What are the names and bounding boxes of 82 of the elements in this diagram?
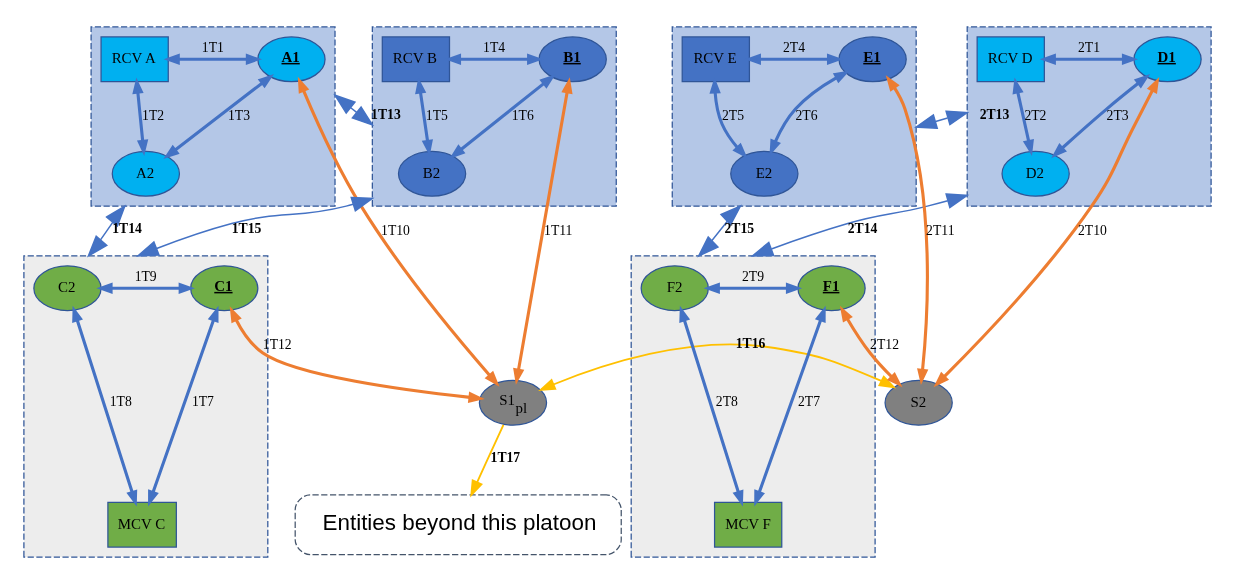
arrow bbox=[1012, 77, 1034, 156]
arrow bbox=[163, 53, 263, 65]
edge-label: 1T2 bbox=[142, 107, 165, 123]
arrow bbox=[163, 73, 275, 159]
edge-label: 1T11 bbox=[544, 222, 573, 238]
node-ellipse: B1 bbox=[538, 35, 607, 82]
edge-label: 2T7 bbox=[797, 393, 820, 409]
arrow bbox=[229, 305, 485, 403]
arrow bbox=[132, 76, 149, 156]
arrow bbox=[933, 76, 1160, 387]
arrow bbox=[135, 196, 375, 257]
cluster bbox=[671, 25, 917, 207]
node-box: RCV B bbox=[381, 35, 451, 82]
node-ellipse: F2 bbox=[640, 264, 709, 311]
arrow bbox=[703, 282, 803, 294]
edge-label: 2T5 bbox=[722, 107, 745, 123]
node-ellipse: A2 bbox=[111, 150, 181, 197]
edge-label: 2T3 bbox=[1106, 107, 1129, 123]
edge-label: 2T13 bbox=[979, 106, 1010, 122]
node-ellipse: S2 bbox=[884, 379, 953, 426]
edge-label: 1T5 bbox=[425, 107, 448, 123]
arrow bbox=[679, 305, 744, 507]
arrow bbox=[538, 342, 897, 391]
node-ellipse: A1 bbox=[257, 35, 326, 82]
edge-label: 1T17 bbox=[490, 449, 521, 465]
edge-label: 1T4 bbox=[483, 39, 506, 55]
cluster bbox=[966, 25, 1212, 207]
arrow bbox=[449, 73, 556, 159]
node-box: RCV D bbox=[976, 35, 1045, 82]
arrow bbox=[86, 203, 127, 258]
arrow bbox=[148, 305, 219, 506]
arrow bbox=[914, 109, 970, 129]
edge-label: 2T6 bbox=[795, 107, 818, 123]
arrow bbox=[1039, 53, 1139, 65]
node-ellipse: E1 bbox=[838, 35, 907, 82]
node-box: RCV E bbox=[681, 35, 751, 82]
edge-label: 1T10 bbox=[381, 222, 410, 238]
node-ellipse: D1 bbox=[1133, 35, 1202, 82]
node-box: MCV F bbox=[713, 501, 783, 548]
edge-label: 1T12 bbox=[262, 336, 292, 352]
node-box: MCV C bbox=[107, 501, 177, 548]
node-ellipse: C1 bbox=[190, 264, 259, 311]
edge-label: 1T15 bbox=[231, 220, 262, 236]
cluster bbox=[90, 25, 336, 207]
edge-label: 1T14 bbox=[112, 220, 142, 236]
edge-label: 2T9 bbox=[741, 268, 764, 284]
edge-label: 2T2 bbox=[1024, 107, 1047, 123]
arrow bbox=[885, 74, 929, 385]
edge-label: 1T7 bbox=[191, 393, 214, 409]
node-ellipse: B2 bbox=[397, 150, 467, 197]
arrow bbox=[754, 305, 826, 506]
edge-label: 2T15 bbox=[724, 220, 755, 236]
edge-label: 1T8 bbox=[109, 393, 132, 409]
arrow bbox=[697, 204, 743, 257]
node-ellipse: E2 bbox=[730, 150, 799, 197]
edge-label: 1T3 bbox=[227, 107, 251, 123]
arrow bbox=[1051, 73, 1151, 158]
edge-label: 1T6 bbox=[511, 107, 534, 123]
node-ellipse: F1 bbox=[797, 264, 866, 311]
edge-label: 2T1 bbox=[1077, 39, 1100, 55]
arrow bbox=[839, 305, 903, 387]
edge-label: 2T4 bbox=[783, 39, 806, 55]
edge-label: 1T1 bbox=[201, 39, 224, 55]
edge-label: 2T14 bbox=[847, 220, 878, 236]
node-ellipse: C2 bbox=[33, 264, 102, 311]
arrow bbox=[470, 423, 505, 497]
node-ellipse: D2 bbox=[1001, 150, 1070, 197]
edge-label: 1T9 bbox=[134, 268, 157, 284]
edge-label: 1T13 bbox=[371, 106, 401, 122]
arrow bbox=[333, 93, 375, 126]
edge-label: 2T10 bbox=[1077, 222, 1107, 238]
arrow bbox=[513, 76, 573, 385]
arrow bbox=[750, 192, 970, 257]
arrow bbox=[72, 305, 138, 507]
node-box: Entities beyond this platoon bbox=[294, 493, 622, 555]
cluster bbox=[371, 25, 617, 207]
arrow bbox=[769, 70, 850, 156]
arrow bbox=[96, 282, 195, 294]
arrow bbox=[297, 76, 500, 387]
edge-label: 2T8 bbox=[715, 393, 738, 409]
node-box: RCV A bbox=[100, 35, 169, 82]
edge-label: 2T12 bbox=[870, 336, 899, 352]
